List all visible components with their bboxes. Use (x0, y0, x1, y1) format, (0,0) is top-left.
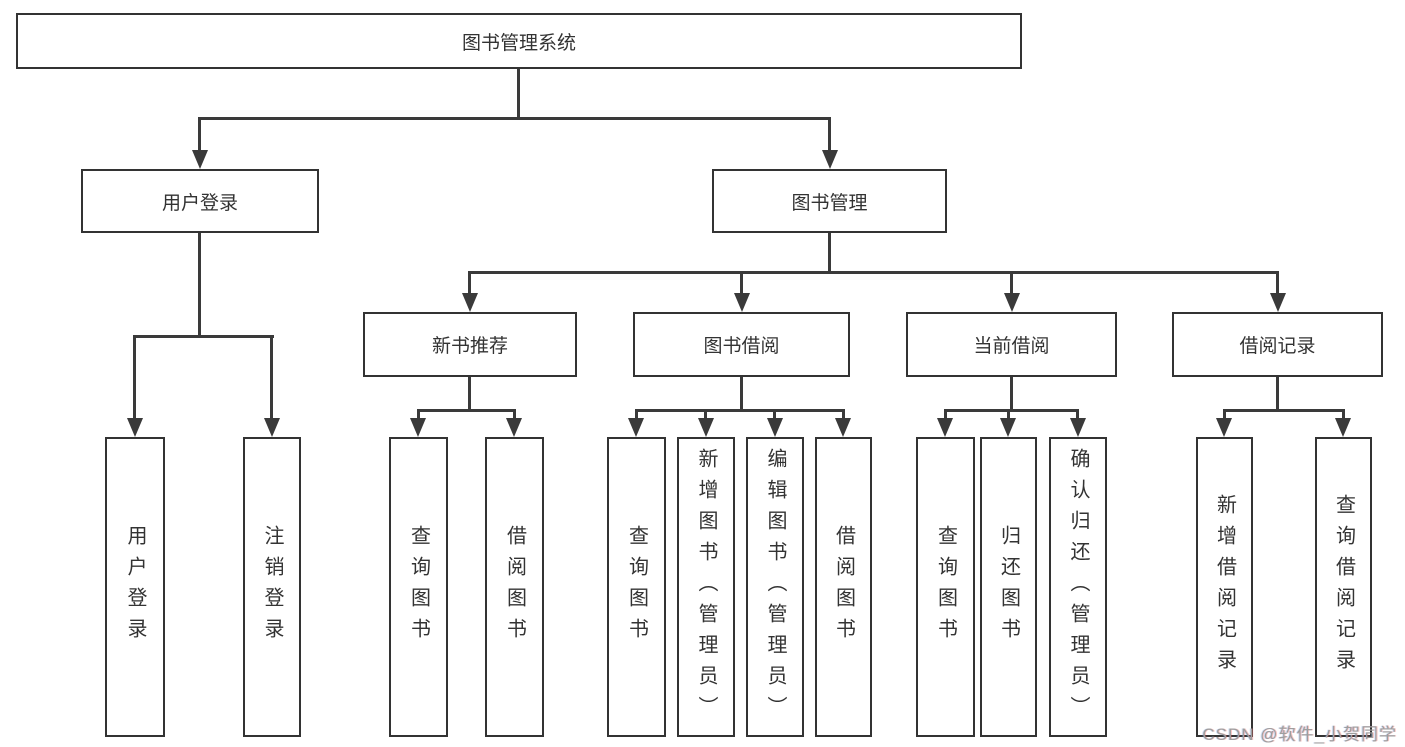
leaf-label: 用户登录 (124, 525, 146, 649)
leaf-label: 查询借阅记录 (1332, 494, 1355, 680)
leaf-label: 查询图书 (625, 525, 648, 649)
connector-line (517, 67, 520, 120)
connector-line (1076, 409, 1079, 420)
connector-line (704, 409, 707, 420)
connector-line (635, 409, 845, 412)
connector-line (468, 375, 471, 411)
leaf-borrow-book-recommend: 借阅图书 (485, 437, 544, 737)
leaf-label: 归还图书 (997, 525, 1020, 649)
connector-line (513, 409, 516, 420)
leaf-label: 查询图书 (934, 525, 957, 649)
leaf-user-login: 用户登录 (105, 437, 165, 737)
node-book-management: 图书管理 (712, 169, 947, 233)
arrowhead-down (698, 418, 714, 437)
connector-line (198, 117, 201, 152)
arrowhead-down (462, 293, 478, 312)
connector-line (417, 409, 516, 412)
connector-line (944, 409, 947, 420)
node-new-book-recommend: 新书推荐 (363, 312, 577, 377)
connector-line (417, 409, 420, 420)
connector-line (842, 409, 845, 420)
leaf-query-borrow-record: 查询借阅记录 (1315, 437, 1372, 737)
connector-line (1223, 409, 1226, 420)
connector-line (133, 335, 274, 338)
leaf-label: 借阅图书 (503, 525, 526, 649)
node-user-login: 用户登录 (81, 169, 319, 233)
connector-line (198, 231, 201, 337)
connector-line (1010, 375, 1013, 411)
arrowhead-down (1000, 418, 1016, 437)
connector-line (468, 271, 1279, 274)
connector-line (635, 409, 638, 420)
connector-line (270, 335, 273, 420)
leaf-confirm-return-admin: 确认归还（管理员） (1049, 437, 1107, 737)
connector-line (828, 117, 831, 152)
csdn-watermark: CSDN @软件_小贺同学 (1202, 725, 1397, 744)
node-root: 图书管理系统 (16, 13, 1022, 69)
arrowhead-down (767, 418, 783, 437)
connector-line (133, 335, 136, 420)
arrowhead-down (192, 150, 208, 169)
leaf-label: 新增图书（管理员） (695, 447, 717, 727)
leaf-label: 借阅图书 (832, 525, 855, 649)
connector-line (1007, 409, 1010, 420)
leaf-query-book-current: 查询图书 (916, 437, 975, 737)
connector-line (1276, 375, 1279, 411)
connector-line (828, 231, 831, 273)
connector-line (1342, 409, 1345, 420)
node-book-borrow: 图书借阅 (633, 312, 850, 377)
leaf-logout: 注销登录 (243, 437, 301, 737)
connector-line (198, 117, 831, 120)
connector-line (740, 375, 743, 411)
leaf-edit-book-admin: 编辑图书（管理员） (746, 437, 804, 737)
arrowhead-down (1004, 293, 1020, 312)
leaf-add-borrow-record: 新增借阅记录 (1196, 437, 1253, 737)
leaf-borrow-book: 借阅图书 (815, 437, 872, 737)
arrowhead-down (1335, 418, 1351, 437)
arrowhead-down (127, 418, 143, 437)
connector-line (1223, 409, 1345, 412)
arrowhead-down (506, 418, 522, 437)
connector-line (468, 271, 471, 295)
arrowhead-down (1070, 418, 1086, 437)
arrowhead-down (835, 418, 851, 437)
arrowhead-down (734, 293, 750, 312)
connector-line (1010, 271, 1013, 295)
arrowhead-down (410, 418, 426, 437)
leaf-query-book-recommend: 查询图书 (389, 437, 448, 737)
connector-line (944, 409, 1079, 412)
leaf-add-book-admin: 新增图书（管理员） (677, 437, 735, 737)
arrowhead-down (822, 150, 838, 169)
node-current-borrow: 当前借阅 (906, 312, 1117, 377)
arrowhead-down (1216, 418, 1232, 437)
leaf-label: 查询图书 (407, 525, 430, 649)
leaf-return-book: 归还图书 (980, 437, 1037, 737)
leaf-label: 确认归还（管理员） (1067, 447, 1089, 727)
leaf-label: 编辑图书（管理员） (764, 447, 786, 727)
arrowhead-down (628, 418, 644, 437)
connector-line (1276, 271, 1279, 295)
leaf-query-book-borrow: 查询图书 (607, 437, 666, 737)
arrowhead-down (937, 418, 953, 437)
leaf-label: 注销登录 (261, 525, 283, 649)
connector-line (773, 409, 776, 420)
arrowhead-down (264, 418, 280, 437)
connector-line (740, 271, 743, 295)
leaf-label: 新增借阅记录 (1213, 494, 1236, 680)
arrowhead-down (1270, 293, 1286, 312)
node-borrow-record: 借阅记录 (1172, 312, 1383, 377)
